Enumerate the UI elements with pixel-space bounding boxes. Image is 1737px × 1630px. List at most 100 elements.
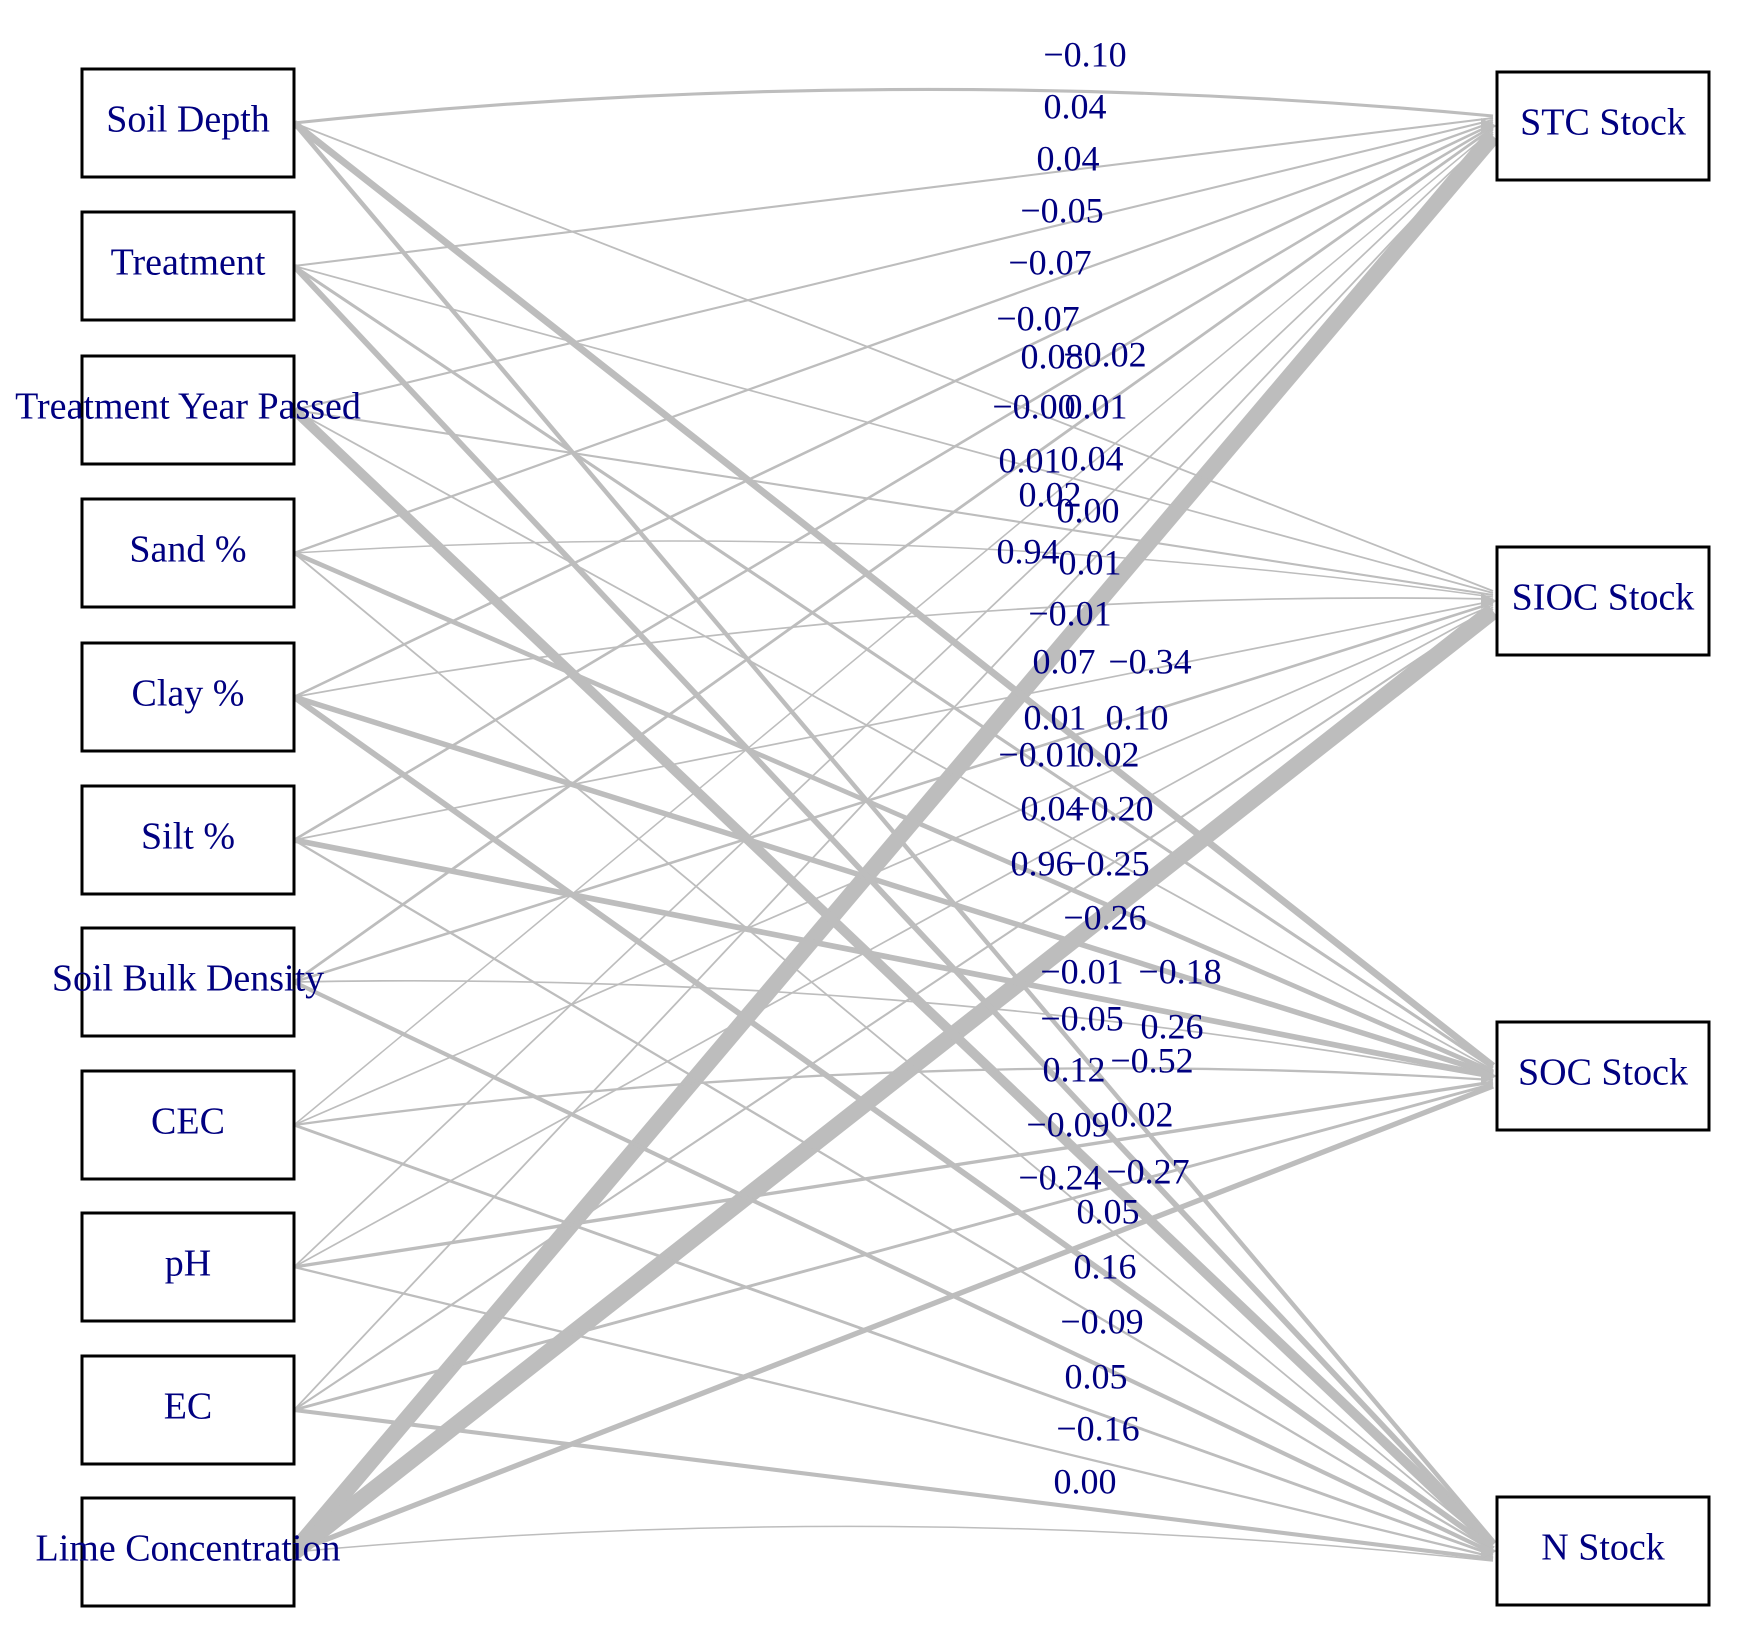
- node-treatment-year-passed: Treatment Year Passed: [15, 354, 361, 466]
- edge-ec-to-soc-stock: [293, 1082, 1494, 1412]
- edge-ph-to-soc-stock: [293, 1080, 1494, 1269]
- node-label: N Stock: [1541, 1527, 1665, 1569]
- edge-soil-depth-to-stc-stock: [293, 87, 1494, 125]
- node-n-stock: N Stock: [1495, 1495, 1711, 1607]
- node-box: [80, 926, 296, 1038]
- node-soil-depth: Soil Depth: [80, 67, 296, 179]
- edge-lime-concentration-to-soc-stock: [293, 1083, 1494, 1555]
- node-lime-concentration: Lime Concentration: [36, 1496, 341, 1608]
- coef-sand-pct-to-sioc-stock: 0.00: [1057, 490, 1120, 530]
- path-edges: [287, 87, 1500, 1562]
- coef-treatment-to-stc-stock: 0.04: [1044, 86, 1107, 126]
- coef-lime-concentration-to-soc-stock: −0.24: [1018, 1157, 1101, 1197]
- coef-silt-pct-to-sioc-stock: −0.01: [1028, 593, 1111, 633]
- node-silt-pct: Silt %: [80, 784, 296, 896]
- coef-treatment-to-n-stock: 0.26: [1141, 1006, 1204, 1046]
- edge-soil-bulk-density-to-soc-stock: [293, 979, 1494, 1079]
- coef-treatment-to-soc-stock: 0.10: [1106, 697, 1169, 737]
- node-stc-stock: STC Stock: [1495, 70, 1711, 182]
- coef-lime-concentration-to-stc-stock: 0.94: [997, 531, 1060, 571]
- coef-clay-pct-to-soc-stock: −0.25: [1066, 843, 1149, 883]
- arrowhead-soc-stock: [1481, 1068, 1497, 1084]
- coef-treatment-year-passed-to-soc-stock: 0.02: [1077, 734, 1140, 774]
- node-soil-bulk-density: Soil Bulk Density: [52, 926, 324, 1038]
- coef-ec-to-stc-stock: 0.02: [1019, 474, 1082, 514]
- coef-soil-depth-to-sioc-stock: −0.02: [1063, 334, 1146, 374]
- coef-treatment-year-passed-to-n-stock: −0.52: [1110, 1040, 1193, 1080]
- coef-clay-pct-to-n-stock: −0.27: [1106, 1151, 1189, 1191]
- node-label: EC: [164, 1386, 213, 1428]
- edge-lime-concentration-to-stc-stock: [287, 130, 1500, 1558]
- coef-soil-bulk-density-to-stc-stock: 0.08: [1021, 336, 1084, 376]
- coef-lime-concentration-to-n-stock: 0.00: [1054, 1461, 1117, 1501]
- node-label: Lime Concentration: [36, 1528, 341, 1570]
- edge-cec-to-n-stock: [293, 1123, 1494, 1557]
- edge-treatment-year-passed-to-n-stock: [290, 406, 1497, 1549]
- arrowhead-sioc-stock: [1481, 593, 1497, 609]
- coef-treatment-year-passed-to-sioc-stock: 0.04: [1061, 438, 1124, 478]
- node-label: Soil Depth: [106, 99, 270, 141]
- coef-ec-to-sioc-stock: 0.04: [1021, 788, 1084, 828]
- edge-soil-depth-to-sioc-stock: [293, 122, 1494, 592]
- edge-treatment-to-n-stock: [291, 264, 1496, 1545]
- coef-clay-pct-to-stc-stock: −0.07: [1008, 242, 1091, 282]
- coef-soil-depth-to-soc-stock: −0.34: [1108, 641, 1191, 681]
- edge-sand-pct-to-sioc-stock: [293, 540, 1494, 598]
- node-ph: pH: [80, 1211, 296, 1323]
- coef-silt-pct-to-stc-stock: −0.07: [996, 298, 1079, 338]
- node-box: [80, 641, 296, 753]
- edge-ec-to-sioc-stock: [293, 608, 1494, 1411]
- edge-sand-pct-to-soc-stock: [293, 550, 1494, 1075]
- node-label: Soil Bulk Density: [52, 958, 324, 1000]
- node-label: Treatment Year Passed: [15, 386, 361, 428]
- coef-soil-depth-to-stc-stock: −0.10: [1043, 34, 1126, 74]
- edge-treatment-to-sioc-stock: [293, 265, 1494, 594]
- arrowhead-n-stock: [1481, 1543, 1497, 1559]
- edge-treatment-year-passed-to-sioc-stock: [293, 408, 1494, 597]
- node-label: SIOC Stock: [1512, 577, 1695, 619]
- edge-treatment-to-stc-stock: [293, 116, 1494, 268]
- edge-clay-pct-to-stc-stock: [293, 122, 1494, 699]
- arrowhead-stc-stock: [1481, 118, 1497, 134]
- edge-ph-to-n-stock: [293, 1265, 1494, 1559]
- coef-silt-pct-to-soc-stock: −0.26: [1063, 897, 1146, 937]
- coef-soil-bulk-density-to-n-stock: 0.16: [1074, 1246, 1137, 1286]
- edge-ec-to-n-stock: [293, 1407, 1494, 1562]
- coef-ph-to-stc-stock: 0.01: [999, 440, 1062, 480]
- coef-clay-pct-to-sioc-stock: 0.01: [1059, 542, 1122, 582]
- edge-sand-pct-to-stc-stock: [293, 120, 1494, 555]
- node-label: Clay %: [132, 673, 245, 715]
- node-box: [1495, 1495, 1711, 1607]
- node-box: [80, 784, 296, 896]
- edge-soil-bulk-density-to-sioc-stock: [293, 601, 1494, 984]
- edge-soil-depth-to-soc-stock: [291, 120, 1496, 1069]
- edge-ph-to-sioc-stock: [293, 606, 1494, 1268]
- node-box: [80, 497, 296, 609]
- node-ec: EC: [80, 1354, 296, 1466]
- edge-cec-to-sioc-stock: [293, 604, 1494, 1126]
- node-box: [1495, 545, 1711, 657]
- edge-lime-concentration-to-sioc-stock: [288, 604, 1499, 1559]
- edge-cec-to-soc-stock: [293, 1067, 1494, 1127]
- coef-cec-to-stc-stock: −0.00: [992, 386, 1075, 426]
- node-label: Treatment: [111, 242, 266, 284]
- node-box: [80, 67, 296, 179]
- node-box: [1495, 70, 1711, 182]
- edge-silt-pct-to-soc-stock: [293, 837, 1494, 1079]
- node-label: SOC Stock: [1518, 1052, 1688, 1094]
- coef-ec-to-n-stock: −0.16: [1056, 1408, 1139, 1448]
- edge-clay-pct-to-soc-stock: [293, 694, 1494, 1077]
- node-cec: CEC: [80, 1069, 296, 1181]
- edge-ec-to-stc-stock: [293, 133, 1494, 1411]
- node-clay-pct: Clay %: [80, 641, 296, 753]
- node-label: CEC: [151, 1101, 225, 1143]
- node-label: STC Stock: [1520, 102, 1686, 144]
- coef-ec-to-soc-stock: −0.09: [1026, 1104, 1109, 1144]
- node-box: [80, 354, 296, 466]
- edge-clay-pct-to-n-stock: [292, 694, 1495, 1552]
- node-treatment: Treatment: [80, 210, 296, 322]
- edge-soil-depth-to-n-stock: [292, 121, 1495, 1543]
- node-soc-stock: SOC Stock: [1495, 1020, 1711, 1132]
- edge-lime-concentration-to-n-stock: [293, 1525, 1494, 1562]
